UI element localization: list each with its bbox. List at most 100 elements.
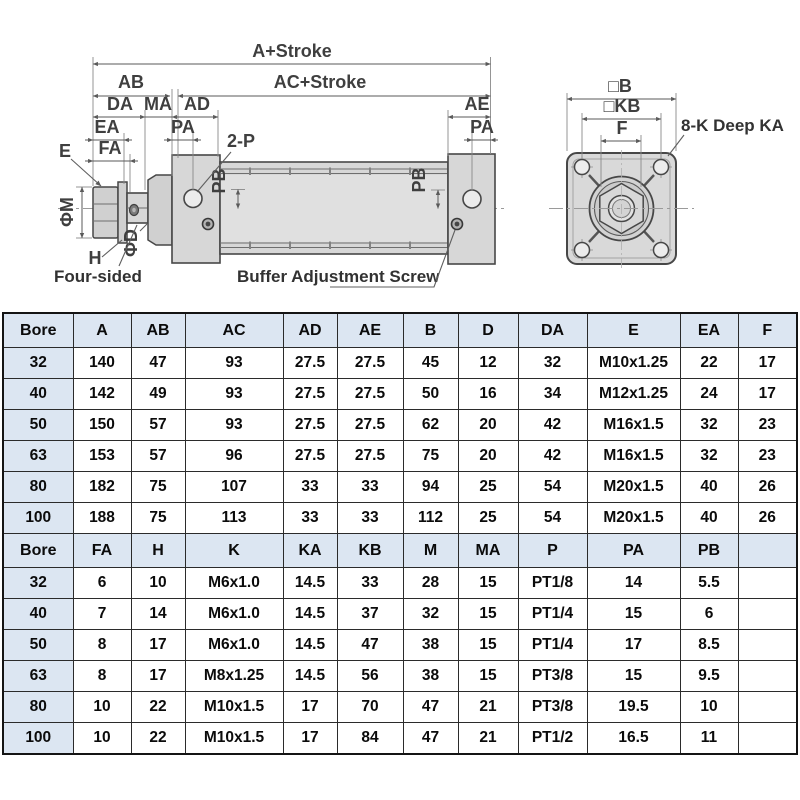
dim-label-fa: FA: [98, 138, 121, 158]
spec-value-cell: 19.5: [586, 691, 681, 723]
spec-value-cell: 100: [2, 502, 74, 534]
dim-label-phi-m: ΦM: [57, 197, 77, 227]
spec-value-cell: M16x1.5: [586, 409, 681, 441]
spec-value-cell: 63: [2, 440, 74, 472]
spec-value-cell: 40: [2, 598, 74, 630]
spec-value-cell: 26: [737, 502, 798, 534]
spec-value-cell: PT3/8: [517, 660, 588, 692]
spec-value-cell: 34: [517, 378, 588, 410]
spec-value-cell: 50: [2, 629, 74, 661]
spec-value-cell: 27.5: [336, 440, 404, 472]
spec-value-cell: 28: [402, 567, 459, 599]
rod-collar: [147, 174, 173, 246]
spec-value-cell: [737, 598, 798, 630]
spec-value-cell: 84: [336, 722, 404, 755]
spec-value-cell: 9.5: [679, 660, 739, 692]
spec-value-cell: 54: [517, 471, 588, 503]
spec-value-cell: 42: [517, 440, 588, 472]
spec-value-cell: 100: [2, 722, 74, 755]
dim-label-ae: AE: [464, 94, 489, 114]
spec-value-cell: 6: [679, 598, 739, 630]
column-header-cell: PA: [586, 533, 681, 568]
spec-value-cell: M16x1.5: [586, 440, 681, 472]
rear-port-circle: [462, 189, 482, 209]
spec-value-cell: 42: [517, 409, 588, 441]
spec-value-cell: 57: [130, 409, 186, 441]
dim-label-h: H: [89, 248, 102, 268]
spec-value-cell: 15: [586, 598, 681, 630]
spec-value-cell: 70: [336, 691, 404, 723]
spec-value-cell: 27.5: [336, 347, 404, 379]
tie-rod-ticks: [249, 167, 411, 249]
spec-value-cell: 47: [402, 691, 459, 723]
spec-value-cell: 32: [2, 347, 74, 379]
spec-value-cell: 17: [282, 691, 338, 723]
spec-value-cell: 47: [336, 629, 404, 661]
spec-value-cell: 10: [679, 691, 739, 723]
spec-value-cell: 23: [737, 440, 798, 472]
spec-value-cell: 6: [72, 567, 132, 599]
spec-value-cell: 40: [2, 378, 74, 410]
tube-highlight: [221, 175, 447, 242]
spec-value-cell: M20x1.5: [586, 471, 681, 503]
spec-value-cell: 56: [336, 660, 404, 692]
spec-value-cell: PT3/8: [517, 691, 588, 723]
spec-value-cell: 49: [130, 378, 186, 410]
spec-value-cell: 54: [517, 502, 588, 534]
spec-value-cell: 8.5: [679, 629, 739, 661]
dim-label-pa-left: PA: [171, 117, 195, 137]
spec-value-cell: 10: [130, 567, 186, 599]
spec-value-cell: 23: [737, 409, 798, 441]
bolt-note-label: 8-K Deep KA: [681, 116, 784, 135]
column-header-cell: AD: [282, 312, 338, 348]
column-header-cell: AC: [184, 312, 284, 348]
spec-value-cell: 62: [402, 409, 459, 441]
spec-value-cell: 32: [517, 347, 588, 379]
spec-value-cell: 63: [2, 660, 74, 692]
spec-value-cell: 188: [72, 502, 132, 534]
spec-value-cell: 112: [402, 502, 459, 534]
spec-value-cell: [737, 722, 798, 755]
spec-value-cell: 25: [457, 471, 519, 503]
spec-value-cell: 80: [2, 691, 74, 723]
cylinder-diagram-svg: A+Stroke AB AC+Stroke DA MA AD EA PA FA …: [54, 41, 784, 288]
spec-value-cell: 75: [130, 471, 186, 503]
column-header-cell: AE: [336, 312, 404, 348]
dim-label-ma: MA: [144, 94, 172, 114]
spec-value-cell: M10x1.5: [184, 691, 284, 723]
column-header-cell: P: [517, 533, 588, 568]
spec-value-cell: 33: [336, 567, 404, 599]
column-header-cell: PB: [679, 533, 739, 568]
spec-value-cell: 47: [130, 347, 186, 379]
dim-label-da: DA: [107, 94, 133, 114]
spec-value-cell: 153: [72, 440, 132, 472]
spec-value-cell: 33: [282, 502, 338, 534]
spec-value-cell: 22: [130, 722, 186, 755]
spec-value-cell: PT1/4: [517, 598, 588, 630]
column-header-cell: Bore: [2, 312, 74, 348]
spec-value-cell: 14.5: [282, 660, 338, 692]
cylinder-technical-drawing: A+Stroke AB AC+Stroke DA MA AD EA PA FA …: [0, 0, 800, 310]
spec-value-cell: 94: [402, 471, 459, 503]
spec-value-cell: M6x1.0: [184, 598, 284, 630]
spec-value-cell: M8x1.25: [184, 660, 284, 692]
spec-value-cell: PT1/4: [517, 629, 588, 661]
spec-value-cell: 40: [679, 502, 739, 534]
spec-value-cell: 33: [336, 502, 404, 534]
spec-value-cell: M10x1.25: [586, 347, 681, 379]
spec-value-cell: 27.5: [336, 409, 404, 441]
spec-value-cell: 57: [130, 440, 186, 472]
spec-value-cell: 22: [130, 691, 186, 723]
dim-label-e: E: [59, 141, 71, 161]
spec-value-cell: [737, 629, 798, 661]
dim-label-square-kb: □KB: [604, 96, 641, 116]
